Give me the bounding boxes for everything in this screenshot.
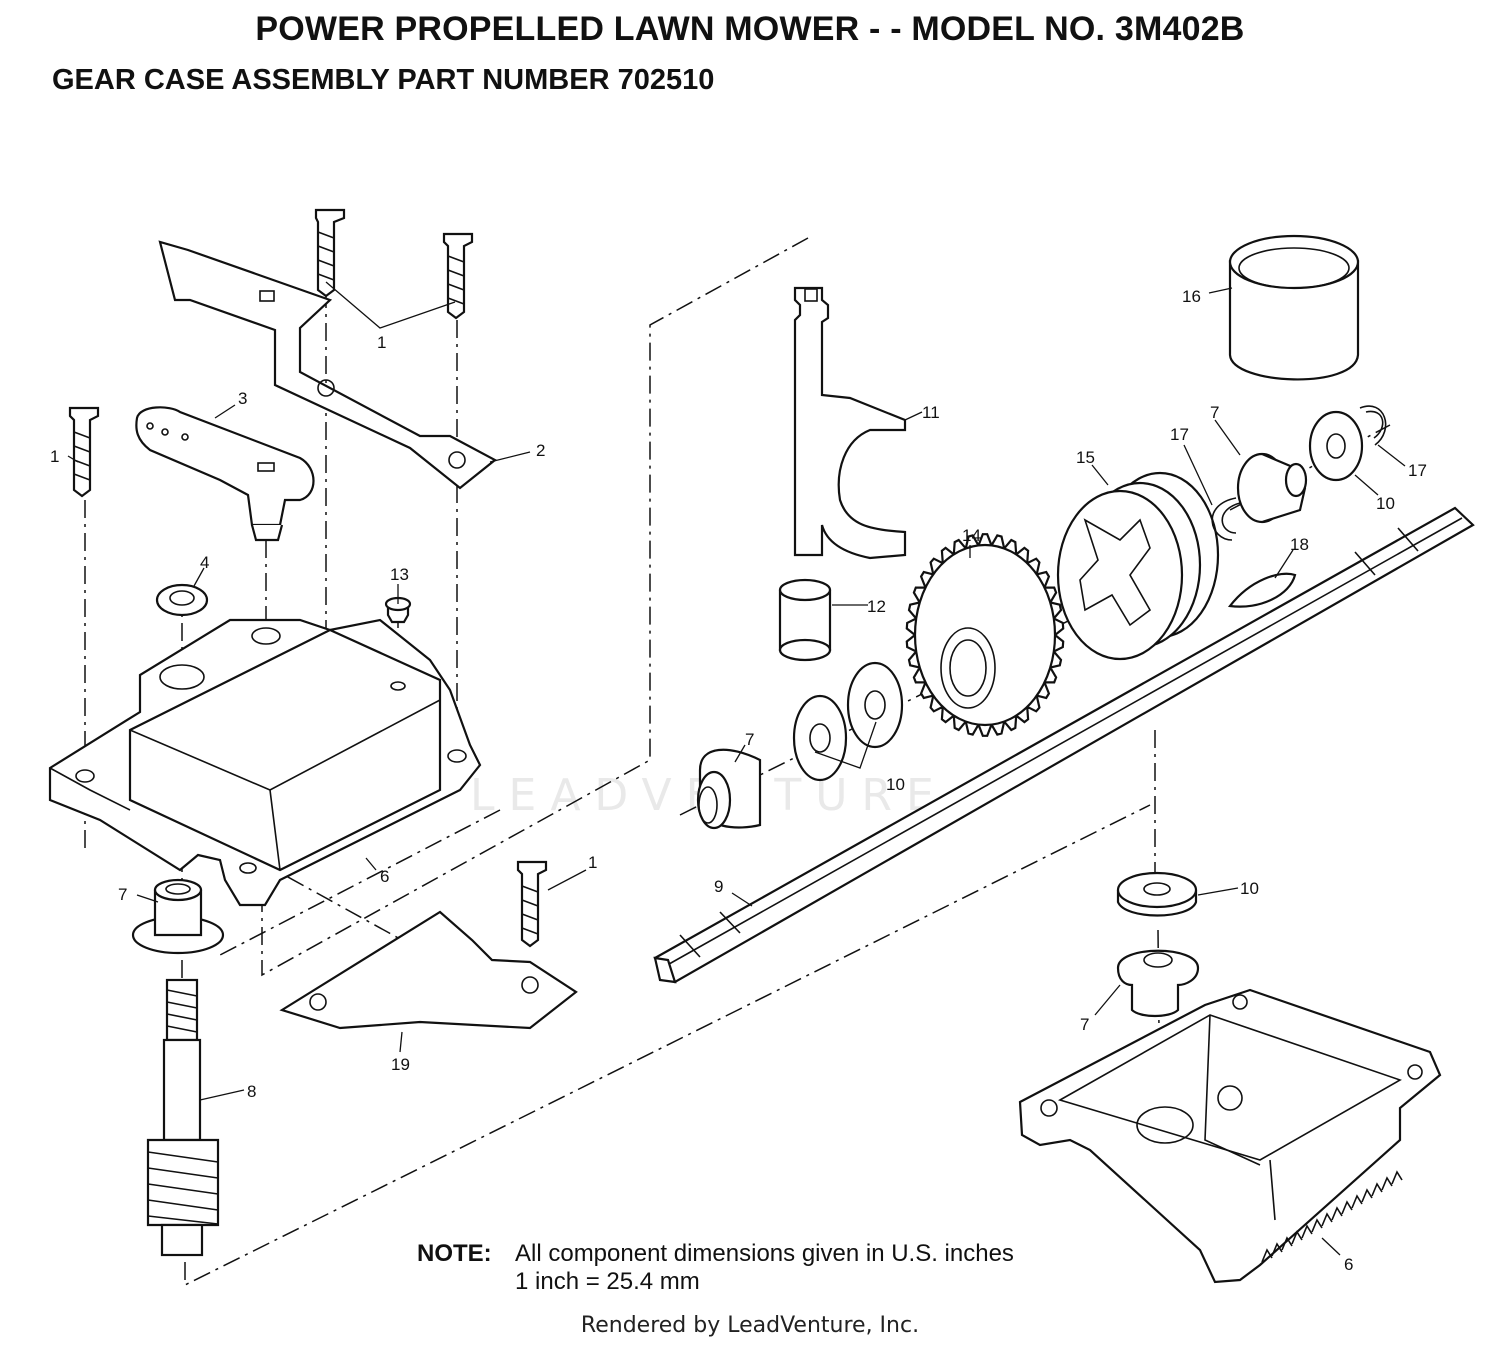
- washers-part-10-center: [792, 661, 904, 782]
- callout-19: 19: [391, 1055, 410, 1074]
- axle-part-9: [653, 506, 1475, 984]
- gear-part-14: [905, 533, 1065, 737]
- gear-case-top-part-6: [48, 618, 482, 907]
- case-rib: [1261, 1248, 1273, 1263]
- clip-part-17-b: [1359, 405, 1387, 446]
- lever-part-3: [135, 406, 315, 542]
- clip-part-17-a: [1211, 497, 1241, 541]
- page-title: POWER PROPELLED LAWN MOWER - - MODEL NO.…: [255, 10, 1245, 48]
- case-rib: [1371, 1182, 1383, 1197]
- callout-16: 16: [1182, 287, 1201, 306]
- sleeve-part-16: [1228, 234, 1360, 381]
- callout-10-lower-right: 10: [1240, 879, 1259, 898]
- clutch-part-15: [1056, 471, 1220, 661]
- note-line-2: 1 inch = 25.4 mm: [515, 1268, 700, 1295]
- gear-case-bottom-part-6: [1018, 988, 1442, 1284]
- plate-part-19: [279, 910, 578, 1030]
- callout-11: 11: [922, 403, 940, 422]
- case-rib: [1361, 1188, 1373, 1203]
- case-rib: [1331, 1206, 1343, 1221]
- callout-7-center: 7: [745, 730, 754, 749]
- callout-12: 12: [867, 597, 886, 616]
- callout-1-top: 1: [377, 333, 386, 352]
- callouts: 1 1 1 2 3 4 6 6 7 7 7 7 8 9 10 10 10 11 …: [50, 287, 1427, 1274]
- footer-credit: Rendered by LeadVenture, Inc.: [580, 1313, 920, 1338]
- case-rib: [1381, 1176, 1393, 1191]
- callout-6-left: 6: [380, 867, 389, 886]
- bushing-part-7-center: [696, 748, 762, 830]
- case-rib: [1271, 1242, 1283, 1257]
- callout-3: 3: [238, 389, 247, 408]
- note-line-1: All component dimensions given in U.S. i…: [515, 1240, 1014, 1267]
- callout-1-left: 1: [50, 447, 59, 466]
- callout-17-right: 17: [1408, 461, 1427, 480]
- page-subtitle: GEAR CASE ASSEMBLY PART NUMBER 702510: [52, 64, 715, 96]
- case-rib: [1291, 1230, 1303, 1245]
- case-rib: [1321, 1212, 1333, 1227]
- callout-7-upper-right: 7: [1210, 403, 1219, 422]
- callout-10-center: 10: [886, 775, 905, 794]
- case-rib: [1281, 1236, 1293, 1251]
- bracket-part-2: [158, 240, 497, 490]
- callout-2: 2: [536, 441, 545, 460]
- screw-part-1-a: [314, 208, 346, 298]
- case-rib: [1341, 1200, 1353, 1215]
- callout-1-lower: 1: [588, 853, 597, 872]
- bushing-part-7-lower-right: [1116, 949, 1200, 1018]
- case-rib: [1391, 1170, 1403, 1185]
- callout-6-right: 6: [1344, 1255, 1353, 1274]
- callout-13: 13: [390, 565, 409, 584]
- callout-7-lower-right: 7: [1080, 1015, 1089, 1034]
- bushing-part-7-left: [131, 878, 225, 955]
- screw-part-1-d: [516, 860, 548, 948]
- leader-lines: [67, 281, 1406, 1256]
- callout-8: 8: [247, 1082, 256, 1101]
- shift-fork-part-11: [793, 286, 907, 560]
- bushing-part-7-upper-right: [1236, 452, 1308, 524]
- callout-14: 14: [962, 526, 981, 545]
- callout-17-left: 17: [1170, 425, 1189, 444]
- spacer-part-12: [778, 578, 832, 662]
- key-part-18: [1227, 572, 1297, 608]
- note-label: NOTE:: [417, 1240, 492, 1267]
- callout-18: 18: [1290, 535, 1309, 554]
- case-rib: [1351, 1194, 1363, 1209]
- case-rib: [1301, 1224, 1313, 1239]
- callout-9: 9: [714, 877, 723, 896]
- washer-part-4: [155, 583, 209, 617]
- worm-shaft-part-8: [146, 978, 220, 1257]
- case-rib: [1311, 1218, 1323, 1233]
- screw-part-1-b: [442, 232, 474, 320]
- screw-part-1-c: [68, 406, 100, 498]
- callout-4: 4: [200, 553, 209, 572]
- dimension-note: NOTE: All component dimensions given in U…: [417, 1240, 1014, 1296]
- callout-7-left: 7: [118, 885, 127, 904]
- callout-10-upper-right: 10: [1376, 494, 1395, 513]
- washer-part-10-lower-right: [1116, 871, 1198, 917]
- washer-part-10-upper-right: [1308, 410, 1364, 482]
- callout-15: 15: [1076, 448, 1095, 467]
